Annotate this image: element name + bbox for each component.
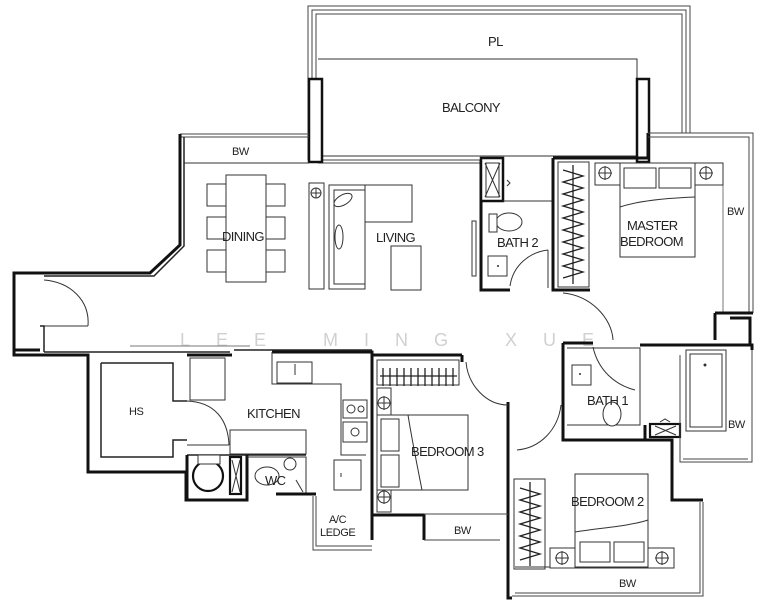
bedroom-2-door-swing	[516, 404, 562, 451]
room-label-kitchen: KITCHEN	[247, 406, 300, 421]
wc	[185, 454, 316, 502]
room-label-wc: WC	[265, 473, 286, 488]
living-sofa-set	[308, 182, 422, 291]
room-label-bedroom-3: BEDROOM 3	[411, 444, 484, 459]
kitchen	[187, 350, 374, 540]
room-label-dining: DINING	[222, 229, 264, 244]
corridor-walls	[130, 345, 464, 362]
room-label-ac-line2: LEDGE	[320, 527, 355, 539]
balcony	[307, 58, 651, 164]
bath-1	[561, 341, 754, 463]
room-label-pl: PL	[488, 34, 503, 49]
room-label-master-line2: BEDROOM	[620, 234, 683, 249]
balcony-column-right	[635, 77, 651, 164]
ac-ledge	[312, 496, 372, 551]
room-label-bedroom-2: BEDROOM 2	[571, 494, 644, 509]
room-label-balcony: BALCONY	[442, 100, 501, 115]
room-label-bw-dining: BW	[232, 146, 250, 158]
balcony-column-left	[307, 77, 324, 164]
master-bedroom	[551, 132, 754, 345]
room-label-master-line1: MASTER	[627, 218, 678, 233]
room-label-ac-line1: A/C	[329, 514, 347, 526]
dining-table-set	[206, 174, 286, 283]
room-label-bw-bed3: BW	[454, 525, 472, 537]
bedroom-3	[370, 353, 510, 541]
room-label-bw-bed2: BW	[619, 578, 637, 590]
planter-frame	[307, 5, 691, 160]
bath-2	[471, 156, 553, 292]
bedroom-2	[506, 438, 704, 600]
room-label-hs: HS	[129, 406, 144, 418]
room-label-bath-1: BATH 1	[587, 393, 628, 408]
room-label-living: LIVING	[376, 230, 416, 245]
watermark: LEE MING XUE	[180, 330, 620, 350]
room-label-bw-bath1: BW	[728, 419, 746, 431]
room-label-bw-master: BW	[727, 206, 745, 218]
room-label-bath-2: BATH 2	[497, 235, 538, 250]
